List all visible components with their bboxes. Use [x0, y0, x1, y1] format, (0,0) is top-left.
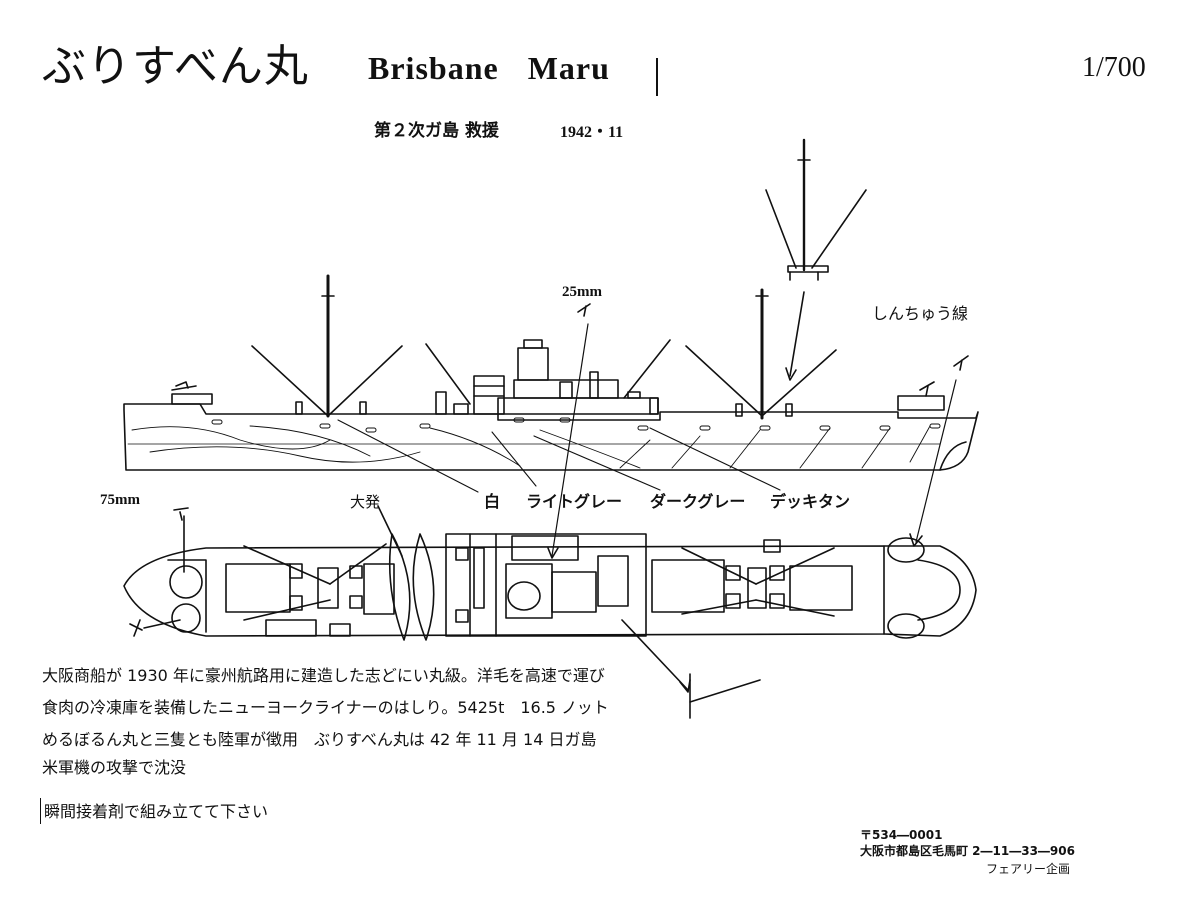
- date-label: 1942・11: [560, 124, 624, 141]
- description-line: 食肉の冷凍庫を装備したニューヨークライナーのはしり。5425t 16.5 ノット: [42, 698, 609, 717]
- plan-view: [123, 505, 977, 719]
- boot-topping-label: しんちゅう線: [872, 304, 969, 323]
- publisher-postal-code: 〒534―0001: [860, 828, 943, 842]
- color-white-label: 白: [484, 492, 501, 511]
- publisher-address: 大阪市都島区毛馬町 2―11―33―906: [860, 844, 1075, 858]
- plan-hull: [123, 545, 885, 637]
- assembly-note: 瞬間接着剤で組み立てて下さい: [44, 802, 269, 821]
- side-profile: [123, 138, 979, 559]
- title-japanese: ぶりすべん丸: [42, 41, 309, 92]
- description-line: めるぼるん丸と三隻とも陸軍が徴用 ぶりすべん丸は 42 年 11 月 14 日ガ…: [42, 730, 597, 749]
- color-deck-tan-label: デッキタン: [770, 492, 851, 511]
- note-divider: [40, 798, 41, 824]
- gun-25mm-label: 25mm: [562, 284, 602, 300]
- title-divider: [656, 58, 658, 96]
- daihatsu-label: 大発: [350, 493, 381, 511]
- title-english: Brisbane Maru: [368, 50, 610, 86]
- description-line: 大阪商船が 1930 年に豪州航路用に建造した志どにい丸級。洋毛を高速で運び: [42, 666, 605, 685]
- color-dark-gray-label: ダークグレー: [650, 492, 746, 511]
- publisher-name: フェアリー企画: [986, 862, 1071, 876]
- scale-label: 1/700: [1082, 52, 1146, 83]
- color-light-gray-label: ライトグレー: [526, 492, 623, 511]
- description-line: 米軍機の攻撃で沈没: [42, 758, 187, 777]
- gun-75mm-label: 75mm: [100, 492, 140, 508]
- operation-label: 第２次ガ島 救援: [374, 121, 499, 141]
